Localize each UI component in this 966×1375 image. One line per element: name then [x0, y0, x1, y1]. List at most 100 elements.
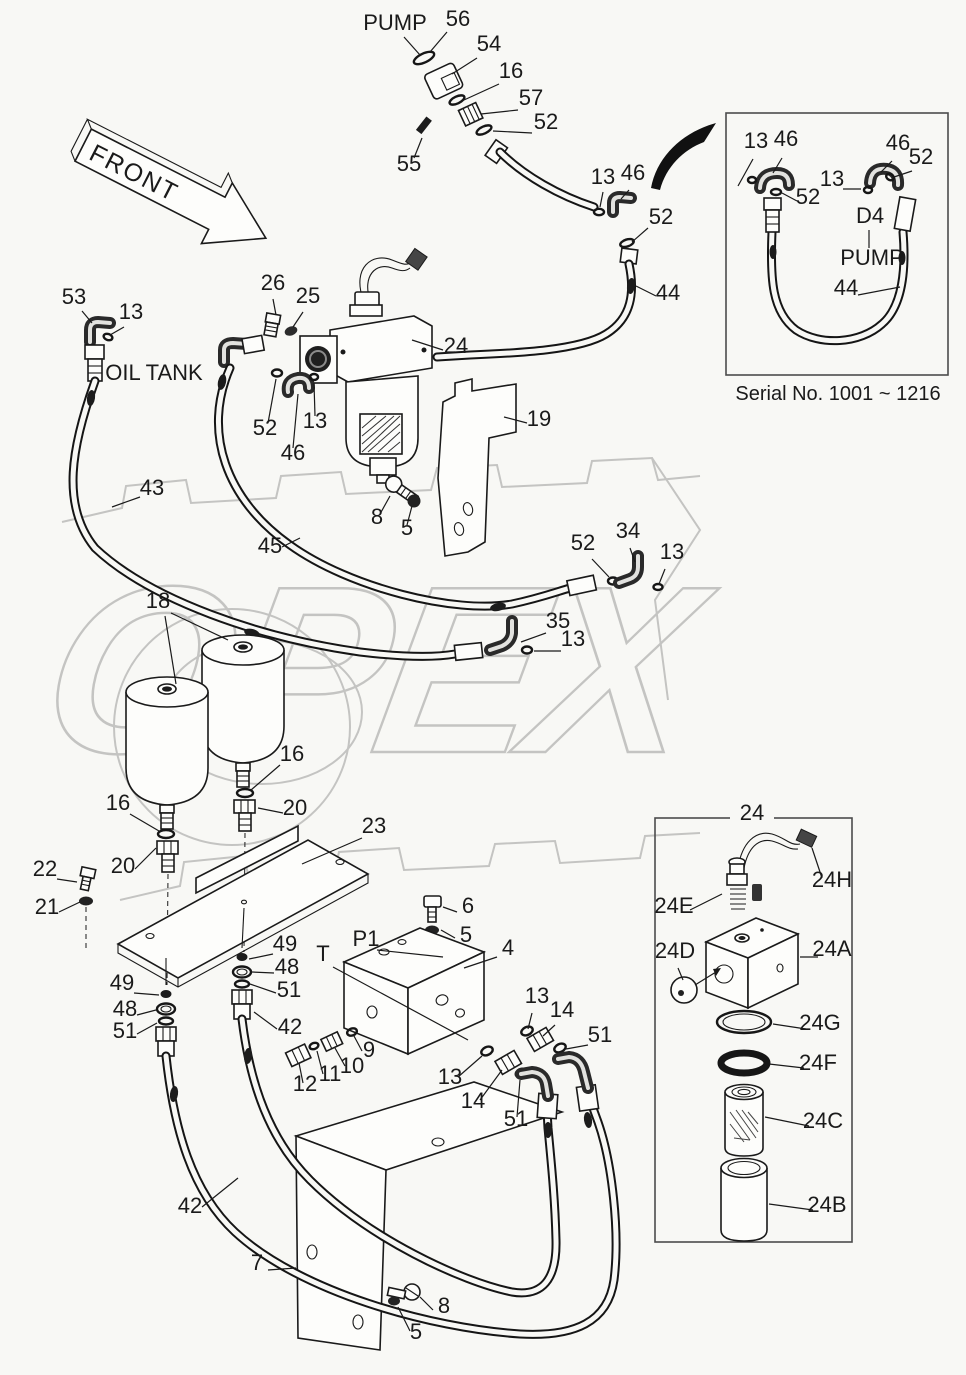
leader-line: [591, 558, 610, 578]
part-label-46: 46: [886, 130, 910, 155]
part-label-42: 42: [178, 1193, 202, 1218]
part-label-48: 48: [275, 954, 299, 979]
filter-assembly-24: [299, 247, 433, 484]
fitting-57: [457, 101, 484, 128]
leader-line: [479, 1069, 503, 1101]
leader-line: [251, 971, 275, 974]
leader-line: [253, 1011, 278, 1030]
leader-line: [129, 813, 160, 832]
serial-inset-box: [725, 112, 949, 376]
part-label-20: 20: [111, 853, 135, 878]
part-label-45: 45: [258, 533, 282, 558]
part-label-13: 13: [525, 983, 549, 1008]
o-ring-13: [520, 645, 534, 655]
part-label-14: 14: [461, 1088, 485, 1113]
filter-element-24C: [724, 1083, 764, 1157]
part-label-pump: PUMP: [840, 245, 904, 270]
leader-line: [334, 1047, 346, 1067]
seal-49: [236, 953, 248, 961]
o-ring-51: [233, 979, 251, 989]
leader-line: [620, 189, 630, 200]
leader-line: [58, 901, 81, 913]
part-label-24: 24: [740, 800, 764, 825]
bracket-19: [437, 377, 517, 557]
leader-line: [764, 1116, 810, 1127]
part-label-23: 23: [362, 813, 386, 838]
o-ring-13: [102, 332, 114, 342]
part-label-46: 46: [774, 126, 798, 151]
hose-45: [213, 334, 664, 612]
part-label-52: 52: [571, 530, 595, 555]
leader-line: [631, 227, 649, 243]
o-ring-16: [448, 94, 466, 106]
nut-5: [407, 494, 421, 508]
leader-line: [316, 1050, 324, 1075]
part-label-42: 42: [278, 1014, 302, 1039]
leader-line: [635, 285, 657, 297]
leader-line: [403, 36, 421, 56]
leader-line: [413, 137, 423, 159]
o-ring-24F: [717, 1049, 771, 1077]
leader-line: [880, 160, 893, 173]
leader-line: [170, 612, 229, 641]
part-label-13: 13: [820, 166, 844, 191]
plug-26: [263, 312, 282, 338]
part-label-16: 16: [280, 741, 304, 766]
part-label-oil-tank: OIL TANK: [105, 360, 203, 385]
inset-pointer-swoosh: [651, 123, 716, 190]
part-label-8: 8: [438, 1293, 450, 1318]
washer-5-bottom: [388, 1296, 400, 1306]
leader-line: [109, 326, 125, 336]
part-label-13: 13: [660, 539, 684, 564]
leader-line: [516, 1079, 521, 1118]
part-label-5: 5: [401, 515, 413, 540]
part-label-p1: P1: [353, 926, 380, 951]
leader-line: [463, 83, 500, 101]
part-label-51: 51: [504, 1106, 528, 1131]
leader-line: [298, 1062, 304, 1084]
oil-tank-elbow-53: [84, 315, 116, 348]
part-label-22: 22: [33, 856, 57, 881]
manifold-block-4: [341, 895, 487, 1056]
bolt-22: [79, 865, 97, 892]
o-ring-52: [885, 172, 895, 182]
part-label-12: 12: [293, 1071, 317, 1096]
part-label-6: 6: [462, 893, 474, 918]
leader-line: [379, 495, 391, 515]
part-label-44: 44: [834, 275, 858, 300]
part-label-55: 55: [397, 151, 421, 176]
part-label-52: 52: [534, 109, 558, 134]
leader-line: [857, 286, 901, 296]
fitting-20-right: [233, 799, 256, 832]
leader-line: [768, 1063, 805, 1069]
filter-hatch-window: [359, 413, 403, 455]
part-label-d4: D4: [856, 203, 884, 228]
leader-line: [629, 547, 636, 563]
part-label-19: 19: [527, 406, 551, 431]
part-label-34: 34: [616, 518, 640, 543]
detail-box-24: [654, 802, 853, 1243]
part-label-24f: 24F: [799, 1050, 837, 1075]
hose-42-right-column: [231, 907, 561, 1298]
pin-part: [752, 884, 762, 901]
part-label-51: 51: [277, 977, 301, 1002]
hose-43: [68, 344, 534, 662]
bowl-24B: [720, 1157, 768, 1242]
part-label-14: 14: [550, 997, 574, 1022]
filter-port: [305, 346, 331, 372]
leader-line: [134, 847, 157, 870]
pump-fitting-stack: [412, 50, 509, 165]
o-ring-56: [412, 50, 436, 66]
leader-line: [520, 632, 547, 643]
part-label-24h: 24H: [812, 867, 852, 892]
ring-48: [155, 1002, 177, 1016]
part-label-56: 56: [446, 6, 470, 31]
hose-42-left-column: [155, 958, 621, 1339]
o-ring-13: [592, 207, 606, 217]
ring-24G: [715, 1009, 773, 1035]
part-label-t: T: [316, 941, 329, 966]
part-label-11: 11: [319, 1061, 342, 1086]
part-label-46: 46: [281, 440, 305, 465]
